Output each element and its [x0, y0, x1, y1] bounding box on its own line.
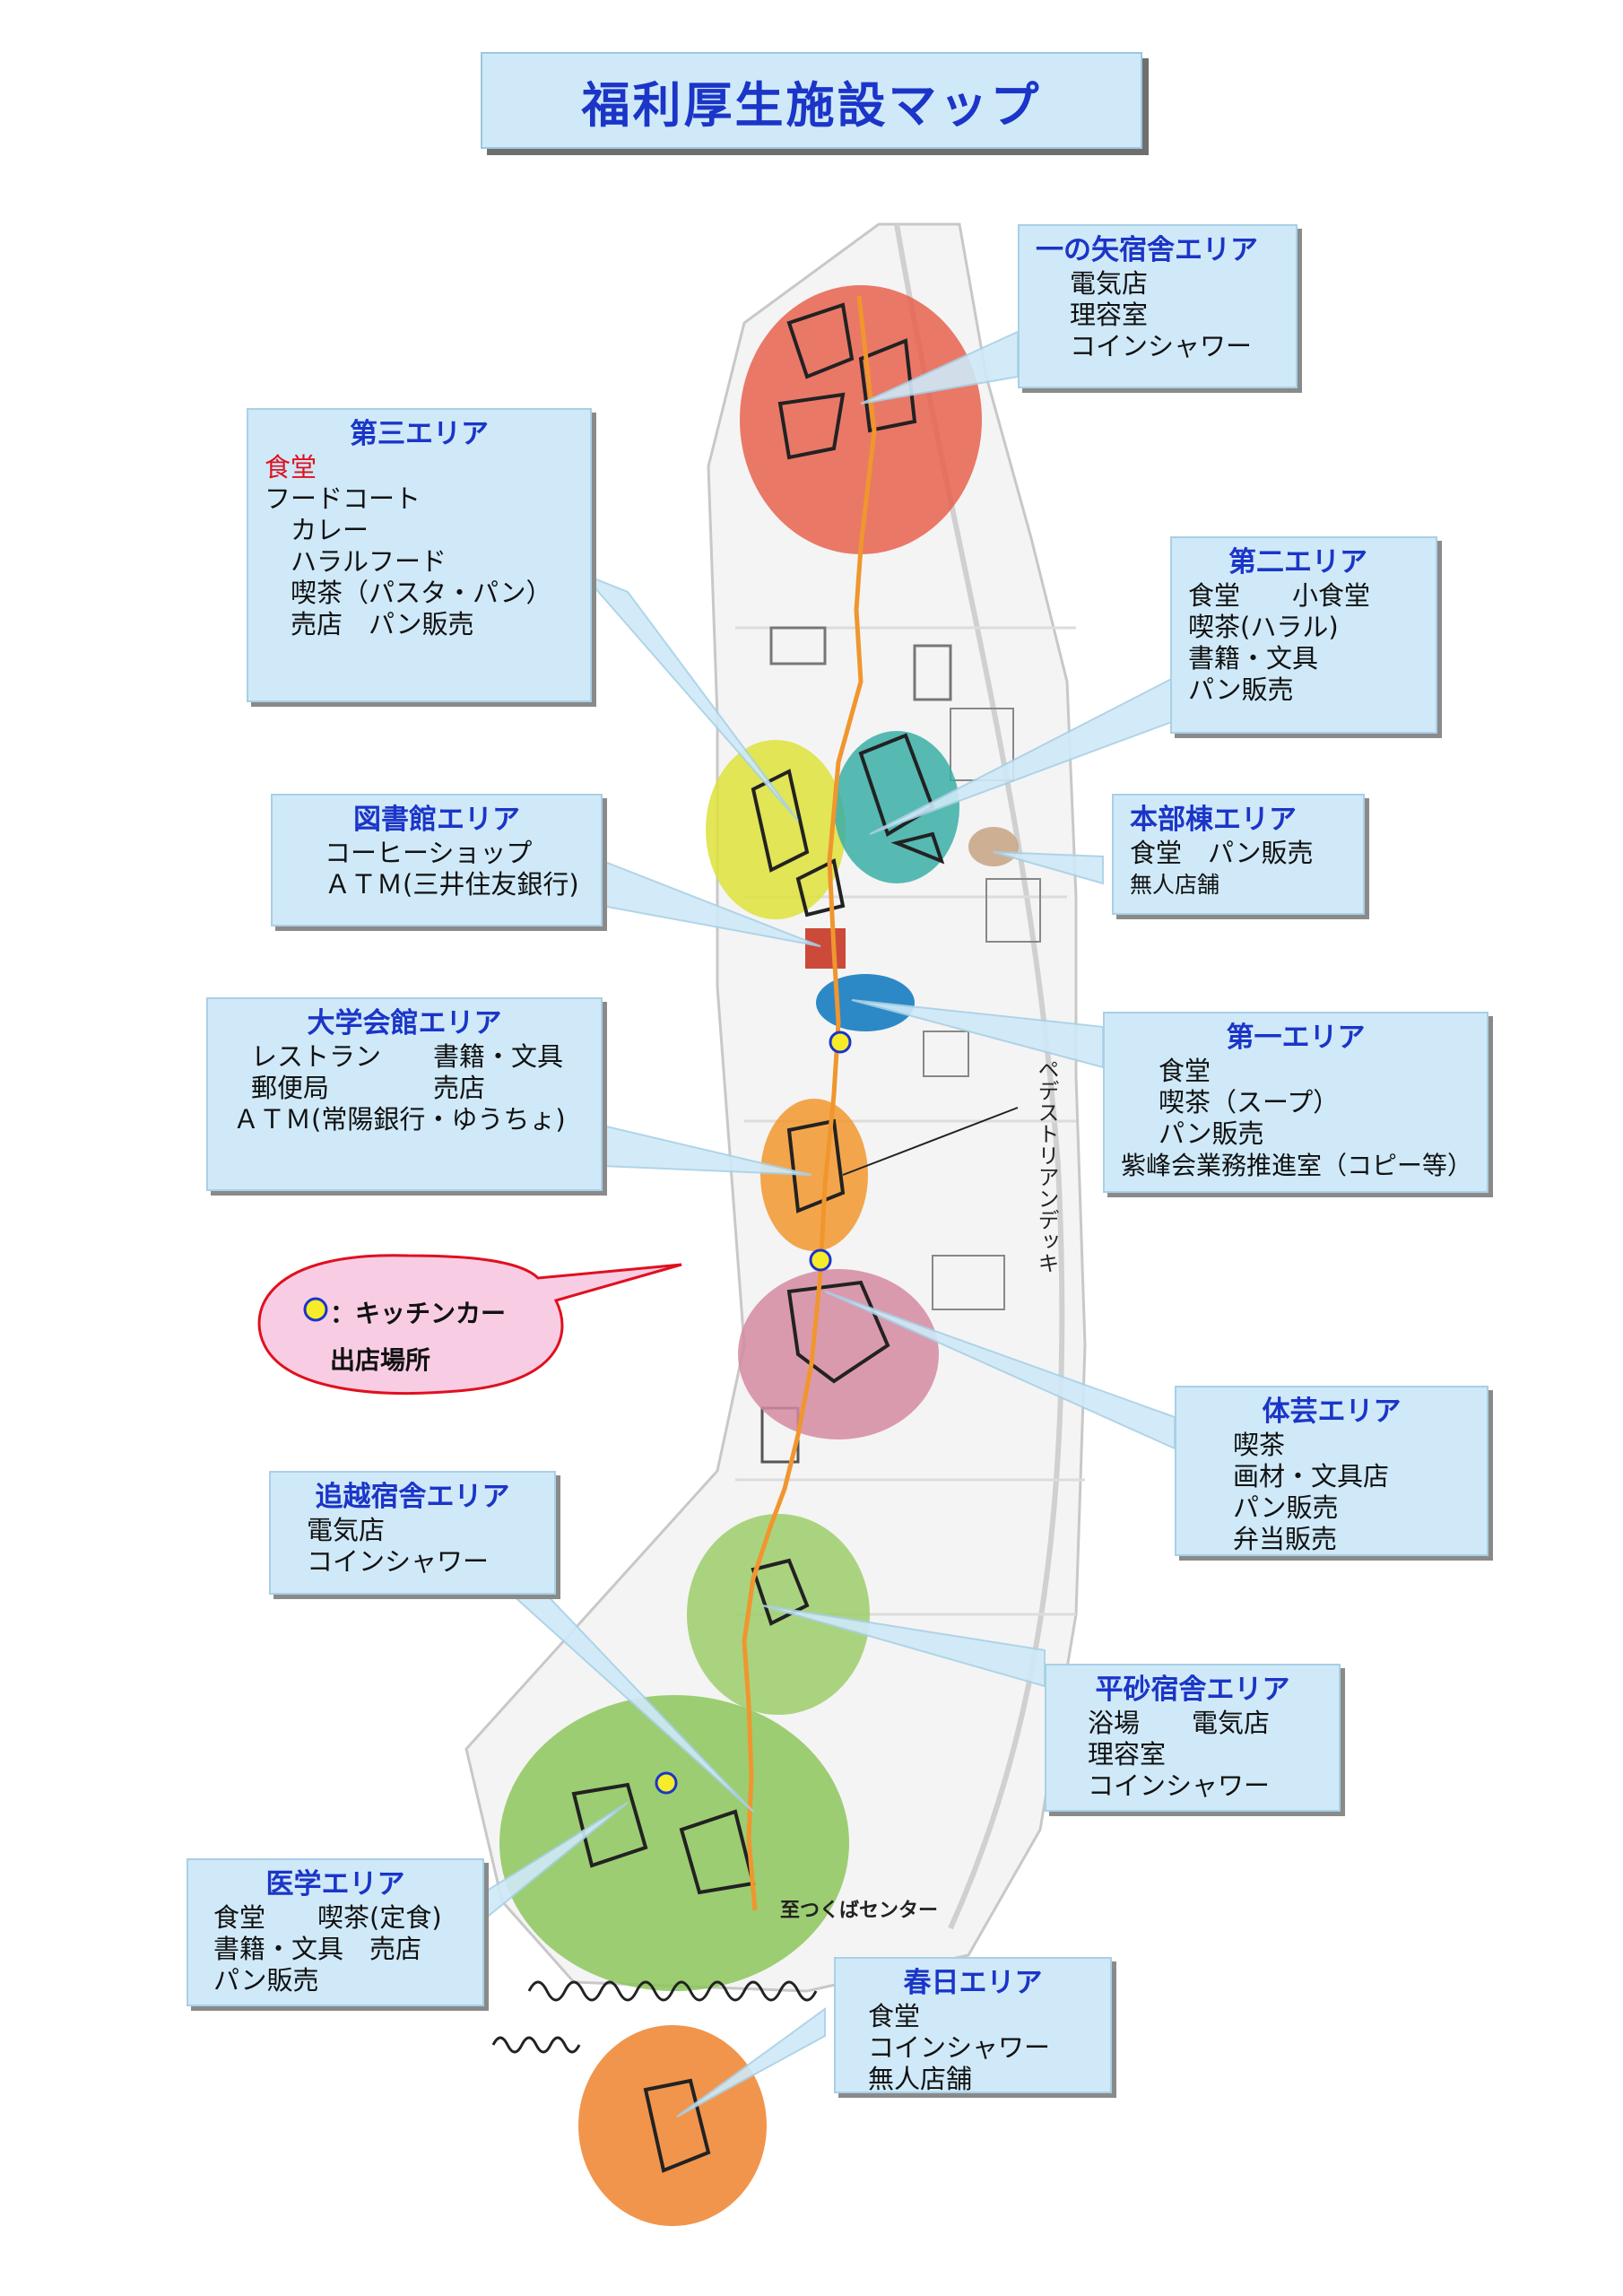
kitchen-car-marker-icon — [655, 1771, 678, 1795]
area-item: 食堂 小食堂 — [1188, 580, 1371, 611]
area-item: 書籍・文具 — [1188, 643, 1319, 674]
area-item: ＡＴＭ(三井住友銀行) — [325, 869, 579, 900]
area-item: ＡＴＭ(常陽銀行・ゆうちょ) — [233, 1104, 566, 1135]
area-circle-taigei — [738, 1269, 939, 1439]
area-item: 電気店 — [307, 1515, 386, 1545]
area-item: 理容室 — [1088, 1739, 1167, 1770]
area-circle-daisan — [706, 740, 846, 919]
area-item: 売店 パン販売 — [265, 609, 474, 639]
area-circle-hirasuna — [687, 1514, 870, 1715]
area-item: 喫茶（スープ） — [1159, 1087, 1340, 1118]
river-wave — [491, 2036, 581, 2054]
building-block — [913, 644, 952, 701]
pedestrian-deck-label: ペデストリアンデッキ — [1034, 1058, 1059, 1274]
area-item: 喫茶(ハラル) — [1188, 612, 1339, 642]
page-title: 福利厚生施設マップ — [581, 76, 1042, 134]
area-item: 食堂 パン販売 — [1130, 838, 1314, 868]
area-item: 喫茶 — [1233, 1430, 1286, 1460]
area-box-toshokan: 図書館エリア コーヒーショップ ＡＴＭ(三井住友銀行) — [271, 794, 603, 926]
area-circle-igaku — [499, 1695, 849, 1991]
area-item: レストラン 書籍・文具 — [251, 1041, 564, 1072]
area-box-igaku: 医学エリア 食堂 喫茶(定食) 書籍・文具 売店 パン販売 — [187, 1858, 484, 2006]
area-item: パン販売 — [1188, 674, 1294, 705]
area-item: 紫峰会業務推進室（コピー等） — [1121, 1151, 1473, 1180]
area-item: コーヒーショップ — [325, 838, 533, 868]
area-item: コインシャワー — [1088, 1770, 1271, 1801]
area-item: ハラルフード — [265, 546, 447, 577]
river-wave — [527, 1980, 818, 2002]
area-box-honbu: 本部棟エリア 食堂 パン販売 無人店舗 — [1112, 794, 1365, 915]
area-circle-honbu — [968, 827, 1019, 866]
pedestrian-deck-route — [742, 295, 877, 1911]
area-item: パン販売 — [1233, 1492, 1339, 1523]
area-title: 追越宿舎エリア — [315, 1481, 510, 1513]
area-item: 書籍・文具 売店 — [213, 1934, 422, 1964]
area-item: コインシャワー — [307, 1546, 490, 1577]
area-circle-kasuga — [578, 2025, 767, 2226]
area-title: 図書館エリア — [353, 804, 520, 836]
map-title-box: 福利厚生施設マップ — [481, 52, 1142, 149]
area-box-taigei: 体芸エリア 喫茶 画材・文具店 パン販売 弁当販売 — [1175, 1386, 1488, 1556]
area-item: 理容室 — [1070, 300, 1149, 330]
building-block — [932, 1255, 1005, 1310]
area-item: 食堂 喫茶(定食) — [213, 1902, 442, 1933]
area-title: 本部棟エリア — [1130, 804, 1297, 836]
area-item: カレー — [265, 515, 369, 545]
kitchen-car-legend-sublabel: 出店場所 — [330, 1345, 431, 1375]
kitchen-car-legend-label: ：キッチンカー — [330, 1299, 507, 1328]
area-circle-kaikan — [760, 1099, 868, 1251]
area-item: 郵便局 売店 — [251, 1073, 486, 1103]
area-box-daini: 第二エリア 食堂 小食堂 喫茶(ハラル) 書籍・文具 パン販売 — [1170, 536, 1437, 734]
area-item: 喫茶（パスタ・パン） — [265, 578, 552, 608]
area-title: 春日エリア — [903, 1967, 1043, 1999]
kitchen-car-marker-icon — [303, 1297, 328, 1322]
building-block — [769, 626, 827, 665]
area-title: 第三エリア — [350, 418, 489, 450]
area-item: 食堂 — [868, 2001, 921, 2031]
area-title: 大学会館エリア — [307, 1007, 502, 1039]
area-item: 無人店舗 — [868, 2064, 973, 2094]
area-item: 電気店 — [1070, 268, 1149, 299]
area-title: 医学エリア — [265, 1868, 405, 1900]
kitchen-car-marker-icon — [809, 1248, 832, 1272]
to-tsukuba-center-label: 至つくばセンター — [780, 1900, 939, 1922]
area-item: 浴場 電気店 — [1088, 1708, 1271, 1738]
area-box-oikoshi: 追越宿舎エリア 電気店 コインシャワー — [269, 1471, 556, 1595]
area-box-daisan: 第三エリア 食堂 フードコート カレー ハラルフード 喫茶（パスタ・パン） 売店… — [247, 408, 592, 702]
area-item: 画材・文具店 — [1233, 1461, 1390, 1492]
area-library-block — [805, 928, 846, 969]
area-box-kaikan: 大学会館エリア レストラン 書籍・文具 郵便局 売店 ＡＴＭ(常陽銀行・ゆうちょ… — [206, 997, 603, 1191]
kitchen-car-marker-icon — [829, 1031, 852, 1054]
area-title: 体芸エリア — [1262, 1396, 1402, 1428]
kitchen-car-bubble — [257, 1254, 682, 1395]
area-box-daiichi: 第一エリア 食堂 喫茶（スープ） パン販売 紫峰会業務推進室（コピー等） — [1103, 1012, 1488, 1193]
area-box-kasuga: 春日エリア 食堂 コインシャワー 無人店舗 — [834, 1957, 1112, 2094]
area-item: フードコート — [265, 483, 421, 514]
area-title: 一の矢宿舎エリア — [1036, 234, 1258, 266]
area-item: コインシャワー — [868, 2032, 1051, 2063]
building-block — [923, 1031, 969, 1077]
area-box-hirasuna: 平砂宿舎エリア 浴場 電気店 理容室 コインシャワー — [1045, 1664, 1341, 1812]
callout-pointers — [483, 330, 1185, 2118]
deck-label-leader — [842, 1107, 1019, 1176]
area-box-ichinoya: 一の矢宿舎エリア 電気店 理容室 コインシャワー — [1018, 224, 1298, 388]
area-title: 第二エリア — [1228, 546, 1367, 578]
area-item: パン販売 — [213, 1965, 319, 1996]
building-block — [985, 878, 1041, 943]
campus-road — [735, 626, 1085, 1616]
area-title: 平砂宿舎エリア — [1095, 1674, 1290, 1706]
area-item-cafeteria: 食堂 — [265, 452, 317, 483]
area-item: 弁当販売 — [1233, 1524, 1338, 1554]
area-item: 無人店舗 — [1130, 872, 1220, 898]
area-item: コインシャワー — [1070, 331, 1253, 361]
area-title: 第一エリア — [1226, 1022, 1366, 1054]
area-item: 食堂 — [1159, 1056, 1211, 1086]
area-item: パン販売 — [1159, 1118, 1264, 1149]
